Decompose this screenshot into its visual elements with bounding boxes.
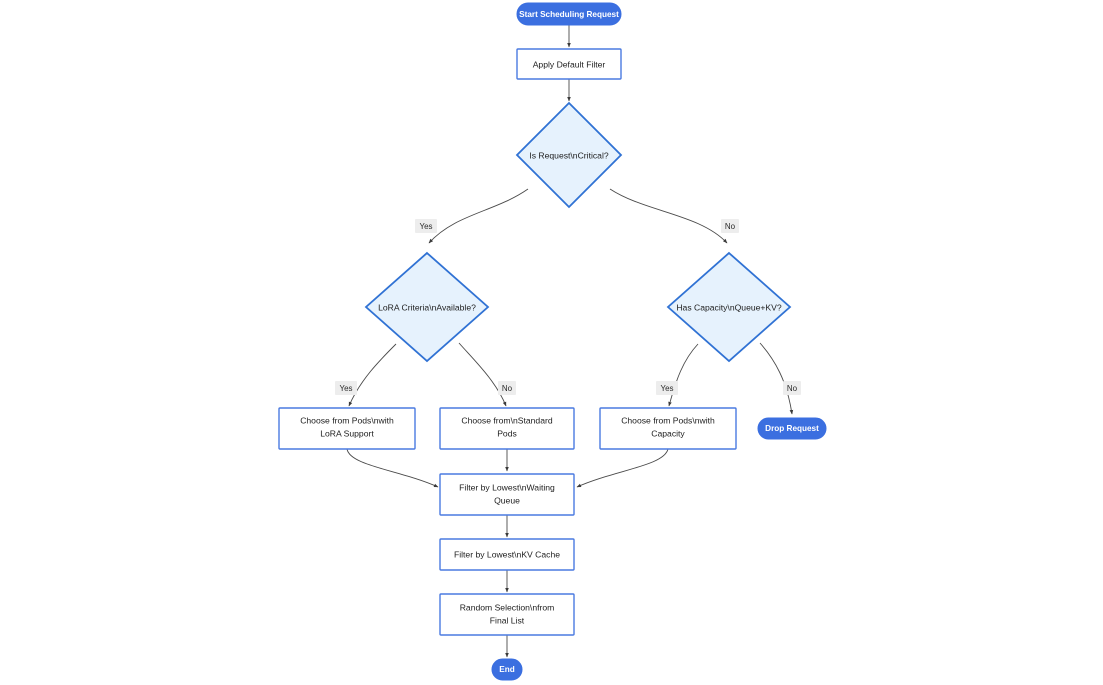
node-label-drop-request: Drop Request	[765, 424, 819, 433]
node-random-selection[interactable]: Random Selection\nfrom Final List	[439, 593, 575, 636]
edge-is-request-critical-yes-to-lora-criteria	[428, 188, 529, 244]
node-shape-rect[interactable]	[439, 473, 575, 516]
edge-label-background	[783, 381, 801, 395]
node-label-is-request-critical: Is Request\nCritical?	[529, 150, 609, 160]
node-shape-rect[interactable]	[516, 48, 622, 80]
node-label-filter-kv-cache: Filter by Lowest\nKV Cache	[454, 549, 560, 559]
node-choose-capacity-pods[interactable]: Choose from Pods\nwith Capacity	[599, 407, 737, 450]
edge-label-background	[721, 219, 739, 233]
edge-has-capacity-yes-to-choose-capacity-pods	[668, 343, 699, 407]
node-choose-lora-pods[interactable]: Choose from Pods\nwith LoRA Support	[278, 407, 416, 450]
edge-label-no-lora: No	[498, 381, 516, 395]
node-shape-diamond[interactable]	[666, 251, 792, 363]
node-label-lora-criteria-available: LoRA Criteria\nAvailable?	[378, 302, 476, 312]
edge-label-text: No	[725, 222, 736, 231]
node-label-choose-standard-pods-line1: Choose from\nStandard	[461, 415, 552, 425]
node-is-request-critical[interactable]: Is Request\nCritical?	[515, 101, 623, 209]
node-end[interactable]: End	[491, 658, 523, 681]
node-label-choose-lora-pods-line1: Choose from Pods\nwith	[300, 415, 394, 425]
edge-lora-criteria-yes-to-choose-lora-pods	[348, 343, 397, 407]
node-layer: Start Scheduling Request Apply Default F…	[278, 2, 827, 681]
node-shape-stadium[interactable]	[516, 2, 622, 26]
edge-label-yes-lora: Yes	[335, 381, 357, 395]
edge-choose-capacity-pods-to-filter-waiting-queue	[576, 448, 669, 488]
node-filter-waiting-queue[interactable]: Filter by Lowest\nWaiting Queue	[439, 473, 575, 516]
edge-label-layer: Yes No Yes No Yes No	[335, 219, 801, 395]
edge-label-background	[335, 381, 357, 395]
node-shape-stadium[interactable]	[757, 417, 827, 440]
node-shape-diamond[interactable]	[515, 101, 623, 209]
edge-label-text: No	[787, 384, 798, 393]
node-apply-default-filter[interactable]: Apply Default Filter	[516, 48, 622, 80]
node-start[interactable]: Start Scheduling Request	[516, 2, 622, 26]
node-shape-diamond[interactable]	[364, 251, 490, 363]
node-label-apply-default-filter: Apply Default Filter	[533, 59, 606, 69]
node-label-choose-capacity-pods-line1: Choose from Pods\nwith	[621, 415, 715, 425]
edge-is-request-critical-no-to-has-capacity	[609, 188, 728, 244]
edge-has-capacity-no-to-drop-request	[759, 342, 794, 415]
edge-label-text: Yes	[419, 222, 432, 231]
edge-layer	[346, 25, 794, 658]
node-lora-criteria-available[interactable]: LoRA Criteria\nAvailable?	[364, 251, 490, 363]
node-shape-rect[interactable]	[278, 407, 416, 450]
edge-label-text: No	[502, 384, 513, 393]
node-label-random-selection-line1: Random Selection\nfrom	[460, 602, 555, 612]
edge-label-background	[415, 219, 437, 233]
node-label-choose-standard-pods-line2: Pods	[497, 428, 517, 438]
edge-label-yes-critical: Yes	[415, 219, 437, 233]
edge-label-background	[498, 381, 516, 395]
node-label-choose-capacity-pods-line2: Capacity	[651, 428, 685, 438]
edge-label-background	[656, 381, 678, 395]
node-shape-stadium[interactable]	[491, 658, 523, 681]
node-filter-kv-cache[interactable]: Filter by Lowest\nKV Cache	[439, 538, 575, 571]
edge-lora-criteria-no-to-choose-standard-pods	[458, 342, 507, 407]
node-shape-rect[interactable]	[599, 407, 737, 450]
node-drop-request[interactable]: Drop Request	[757, 417, 827, 440]
node-has-capacity[interactable]: Has Capacity\nQueue+KV?	[666, 251, 792, 363]
edge-choose-lora-pods-to-filter-waiting-queue	[346, 448, 439, 488]
node-shape-rect[interactable]	[439, 407, 575, 450]
node-label-start: Start Scheduling Request	[519, 10, 619, 19]
node-label-choose-lora-pods-line2: LoRA Support	[320, 428, 374, 438]
node-shape-rect[interactable]	[439, 593, 575, 636]
node-label-end: End	[499, 665, 514, 674]
node-label-filter-waiting-queue-line1: Filter by Lowest\nWaiting	[459, 482, 555, 492]
node-label-has-capacity: Has Capacity\nQueue+KV?	[676, 302, 782, 312]
edge-label-no-critical: No	[721, 219, 739, 233]
node-label-filter-waiting-queue-line2: Queue	[494, 495, 520, 505]
edge-label-no-capacity: No	[783, 381, 801, 395]
node-choose-standard-pods[interactable]: Choose from\nStandard Pods	[439, 407, 575, 450]
node-shape-rect[interactable]	[439, 538, 575, 571]
edge-label-text: Yes	[339, 384, 352, 393]
edge-label-text: Yes	[660, 384, 673, 393]
node-label-random-selection-line2: Final List	[490, 615, 525, 625]
edge-label-yes-capacity: Yes	[656, 381, 678, 395]
